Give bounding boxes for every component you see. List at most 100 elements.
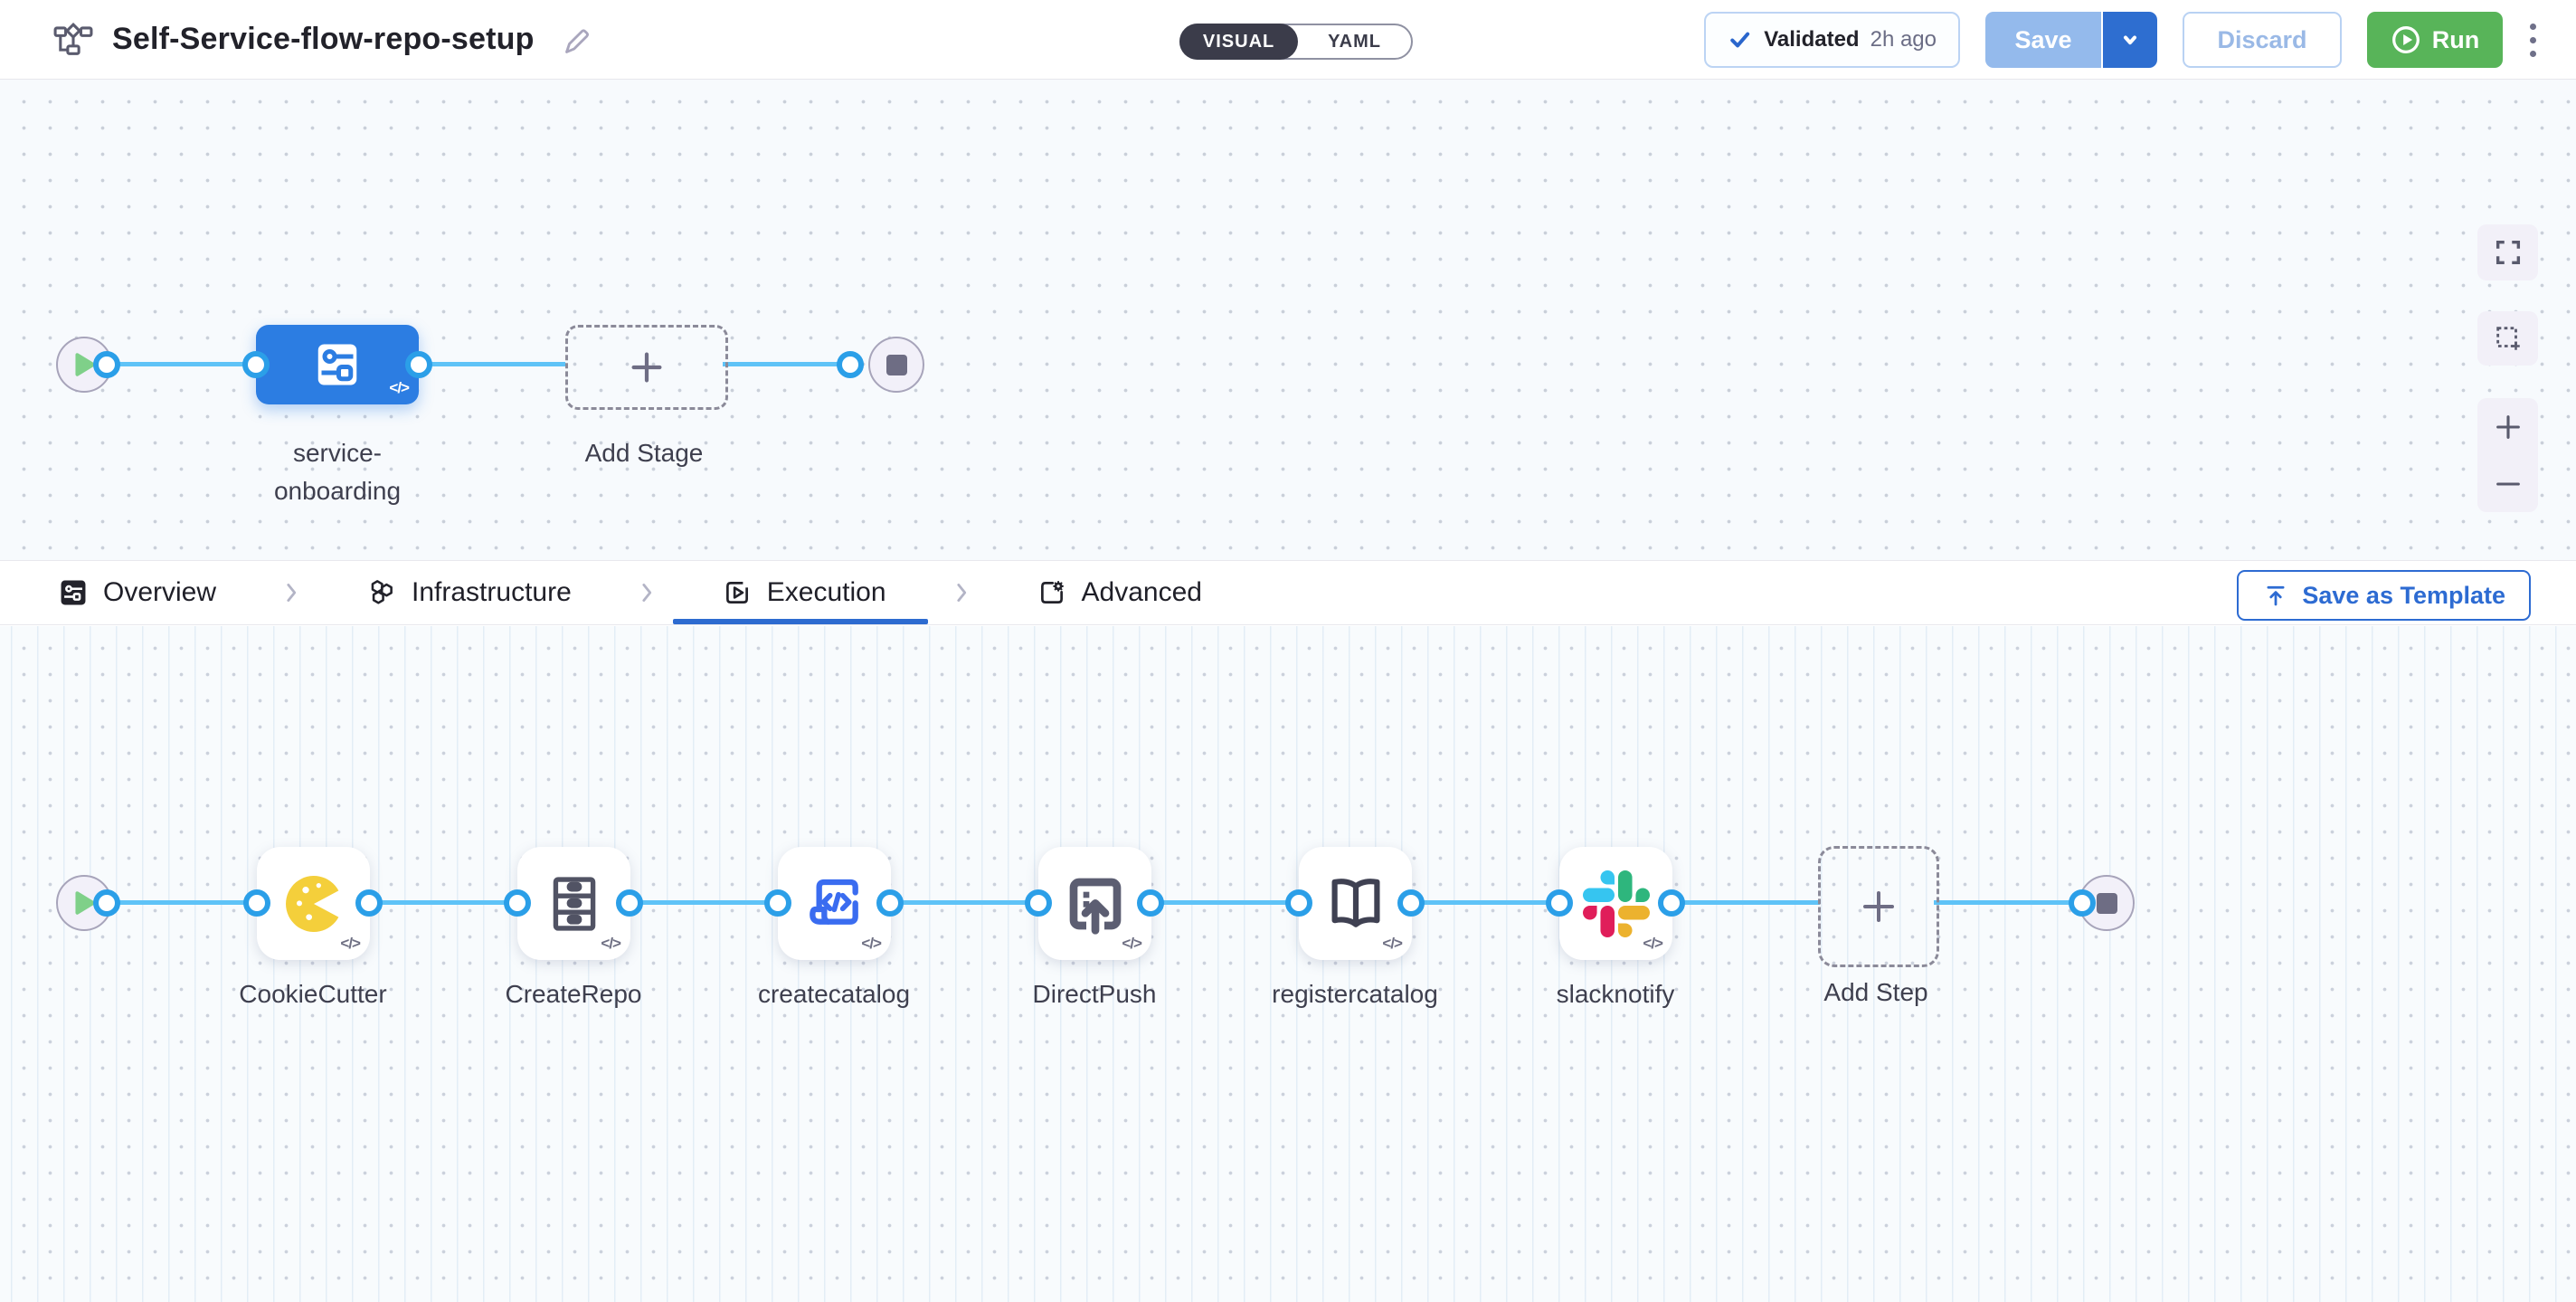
edge: [1934, 900, 2076, 905]
port[interactable]: [764, 889, 791, 917]
step-node-createcatalog[interactable]: </>: [778, 847, 891, 960]
upload-box-icon: [1069, 878, 1121, 935]
cookiecutter-icon: [285, 875, 338, 932]
port[interactable]: [1658, 889, 1685, 917]
port[interactable]: [405, 351, 432, 378]
stop-icon: [886, 354, 907, 375]
zoom-controls: [2477, 398, 2538, 512]
validated-label: Validated: [1764, 27, 1860, 52]
step-label: registercatalog: [1272, 980, 1438, 1008]
port[interactable]: [242, 351, 270, 378]
port[interactable]: [243, 889, 270, 917]
port[interactable]: [93, 889, 120, 917]
port[interactable]: [1137, 889, 1164, 917]
port[interactable]: [2069, 889, 2096, 917]
stop-icon: [2096, 892, 2117, 914]
slack-icon: [1582, 870, 1650, 937]
add-stage-button[interactable]: [565, 325, 728, 410]
active-tab-underline: [672, 619, 928, 624]
edge: [1151, 900, 1299, 905]
step-label: DirectPush: [1032, 980, 1157, 1008]
toggle-yaml[interactable]: YAML: [1328, 31, 1381, 52]
tab-overview[interactable]: Overview: [58, 561, 216, 624]
edge: [1411, 900, 1559, 905]
step-label: CookieCutter: [239, 980, 387, 1008]
port[interactable]: [355, 889, 383, 917]
code-badge: </>: [340, 935, 361, 952]
start-play-icon: [75, 891, 96, 915]
port[interactable]: [837, 351, 864, 378]
execution-icon: [725, 582, 748, 603]
code-badge: </>: [861, 935, 882, 952]
validated-time: 2h ago: [1870, 27, 1937, 52]
save-as-template-button[interactable]: Save as Template: [2237, 570, 2531, 621]
save-split-button: Save: [1985, 12, 2157, 68]
edge: [107, 900, 257, 905]
pipeline-flow-icon: [53, 22, 93, 55]
chevron-right-icon: [279, 579, 303, 606]
more-options-icon[interactable]: [2528, 23, 2536, 57]
tab-advanced[interactable]: Advanced: [1037, 561, 1202, 624]
check-icon: [1730, 32, 1750, 48]
page-title: Self-Service-flow-repo-setup: [112, 22, 535, 56]
stage-node-service-onboarding[interactable]: </>: [256, 325, 419, 404]
tab-execution[interactable]: Execution: [672, 561, 928, 624]
step-node-createrepo[interactable]: </>: [517, 847, 630, 960]
run-button[interactable]: Run: [2367, 12, 2503, 68]
step-node-directpush[interactable]: </>: [1038, 847, 1151, 960]
fullscreen-button[interactable]: [2477, 224, 2538, 280]
pipeline-end-node: [868, 337, 924, 393]
chevron-right-icon: [635, 579, 658, 606]
execution-canvas[interactable]: [0, 626, 2576, 1302]
toggle-visual[interactable]: VISUAL: [1179, 24, 1299, 60]
edge: [1672, 900, 1820, 905]
discard-button[interactable]: Discard: [2183, 12, 2342, 68]
zoom-in-icon[interactable]: [2493, 412, 2524, 442]
step-node-slacknotify[interactable]: </>: [1559, 847, 1672, 960]
step-node-cookiecutter[interactable]: </>: [257, 847, 370, 960]
step-label: slacknotify: [1556, 980, 1675, 1008]
stage-pipeline-icon: [317, 344, 357, 385]
port[interactable]: [876, 889, 904, 917]
selection-box-icon: [2496, 327, 2520, 350]
edge: [630, 900, 778, 905]
code-badge: </>: [601, 935, 621, 952]
edge: [369, 900, 517, 905]
edge: [107, 362, 256, 366]
save-options-button[interactable]: [2103, 12, 2157, 68]
code-badge: </>: [389, 379, 410, 396]
port[interactable]: [1285, 889, 1312, 917]
chevron-down-icon: [2124, 35, 2136, 45]
port[interactable]: [1025, 889, 1052, 917]
start-play-icon: [75, 353, 96, 376]
port[interactable]: [616, 889, 643, 917]
port[interactable]: [504, 889, 531, 917]
expand-icon: [2496, 240, 2520, 265]
tab-label: Execution: [766, 577, 886, 607]
infrastructure-icon: [371, 580, 393, 604]
step-label: CreateRepo: [505, 980, 642, 1008]
marquee-select-button[interactable]: [2477, 311, 2538, 366]
run-play-icon: [2391, 26, 2420, 53]
zoom-out-icon[interactable]: [2493, 469, 2524, 499]
save-button[interactable]: Save: [1985, 12, 2103, 68]
add-stage-label: Add Stage: [584, 439, 704, 467]
open-book-icon: [1331, 878, 1379, 927]
port[interactable]: [1546, 889, 1573, 917]
code-badge: </>: [1122, 935, 1142, 952]
port[interactable]: [93, 351, 120, 378]
add-step-button[interactable]: [1818, 846, 1939, 967]
port[interactable]: [1397, 889, 1425, 917]
plus-icon: [1863, 891, 1894, 922]
validated-badge[interactable]: Validated 2h ago: [1704, 12, 1960, 68]
stage-canvas[interactable]: [0, 80, 2576, 560]
edit-pencil-icon[interactable]: [560, 24, 592, 56]
edge: [419, 362, 565, 366]
advanced-icon: [1040, 581, 1064, 603]
drawers-icon: [553, 876, 595, 931]
tab-infrastructure[interactable]: Infrastructure: [366, 561, 572, 624]
header-bar: Self-Service-flow-repo-setup VISUAL YAML…: [0, 0, 2576, 80]
tab-label: Overview: [103, 577, 217, 607]
step-node-registercatalog[interactable]: </>: [1299, 847, 1412, 960]
